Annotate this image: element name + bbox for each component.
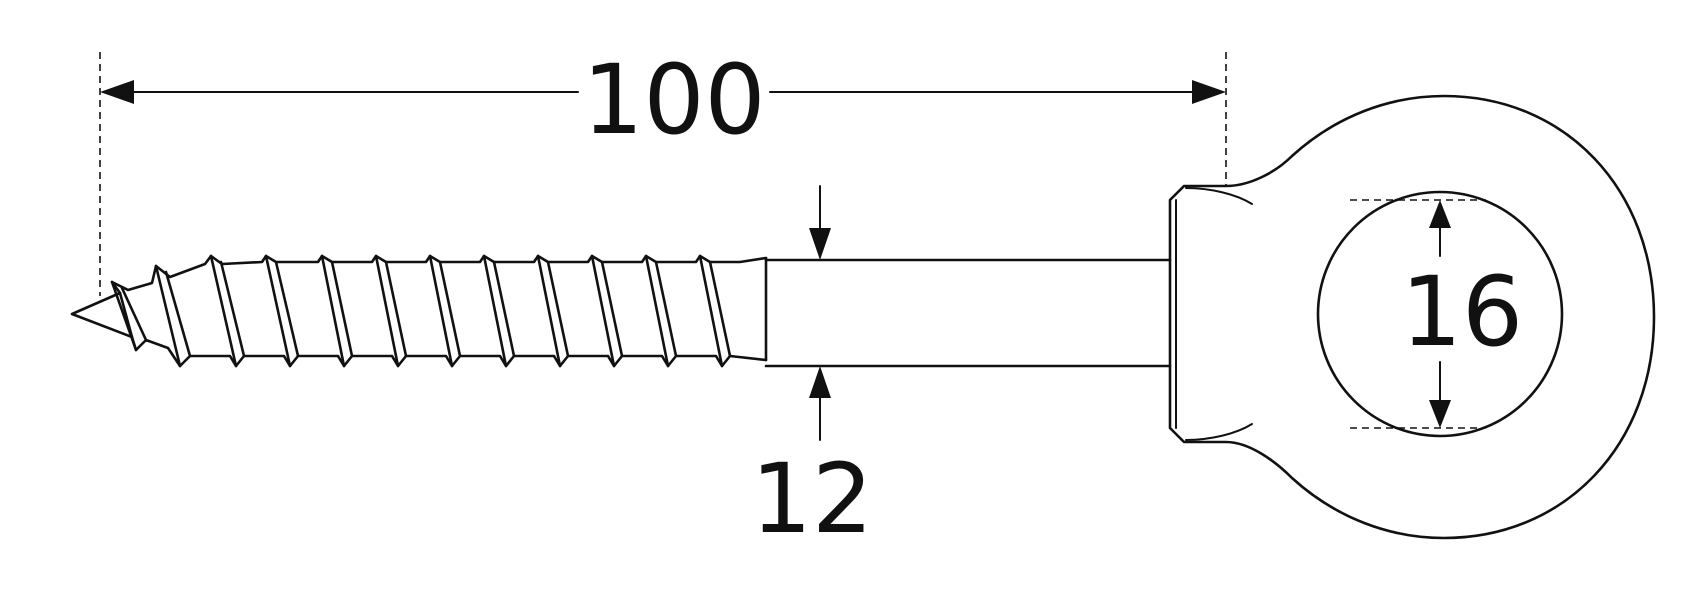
eye-hole	[1316, 190, 1564, 438]
shank	[764, 256, 1172, 368]
eye-diameter-dimension: 16	[1350, 199, 1523, 429]
shank-arrow-bottom	[809, 366, 831, 398]
eye-arrow-top	[1429, 200, 1451, 228]
length-dimension: 100	[99, 44, 1227, 296]
thread-flanks	[110, 254, 732, 368]
eye-diameter-label: 16	[1401, 256, 1523, 368]
eye-neck-curve-bottom	[1185, 423, 1253, 441]
length-arrow-left	[100, 80, 134, 104]
eye-head	[1168, 94, 1656, 540]
shank-diameter-label: 12	[751, 443, 873, 555]
length-arrow-right	[1192, 80, 1226, 104]
shank-arrow-top	[809, 228, 831, 260]
eye-outer-outline	[1168, 94, 1656, 540]
screw-tip	[70, 291, 134, 339]
eye-arrow-bottom	[1429, 400, 1451, 428]
shank-diameter-dimension: 12	[751, 185, 873, 555]
threaded-section	[70, 254, 768, 368]
eye-neck-curve-top	[1185, 187, 1253, 205]
thread-bottom-profile	[130, 335, 768, 368]
length-label: 100	[582, 44, 765, 156]
